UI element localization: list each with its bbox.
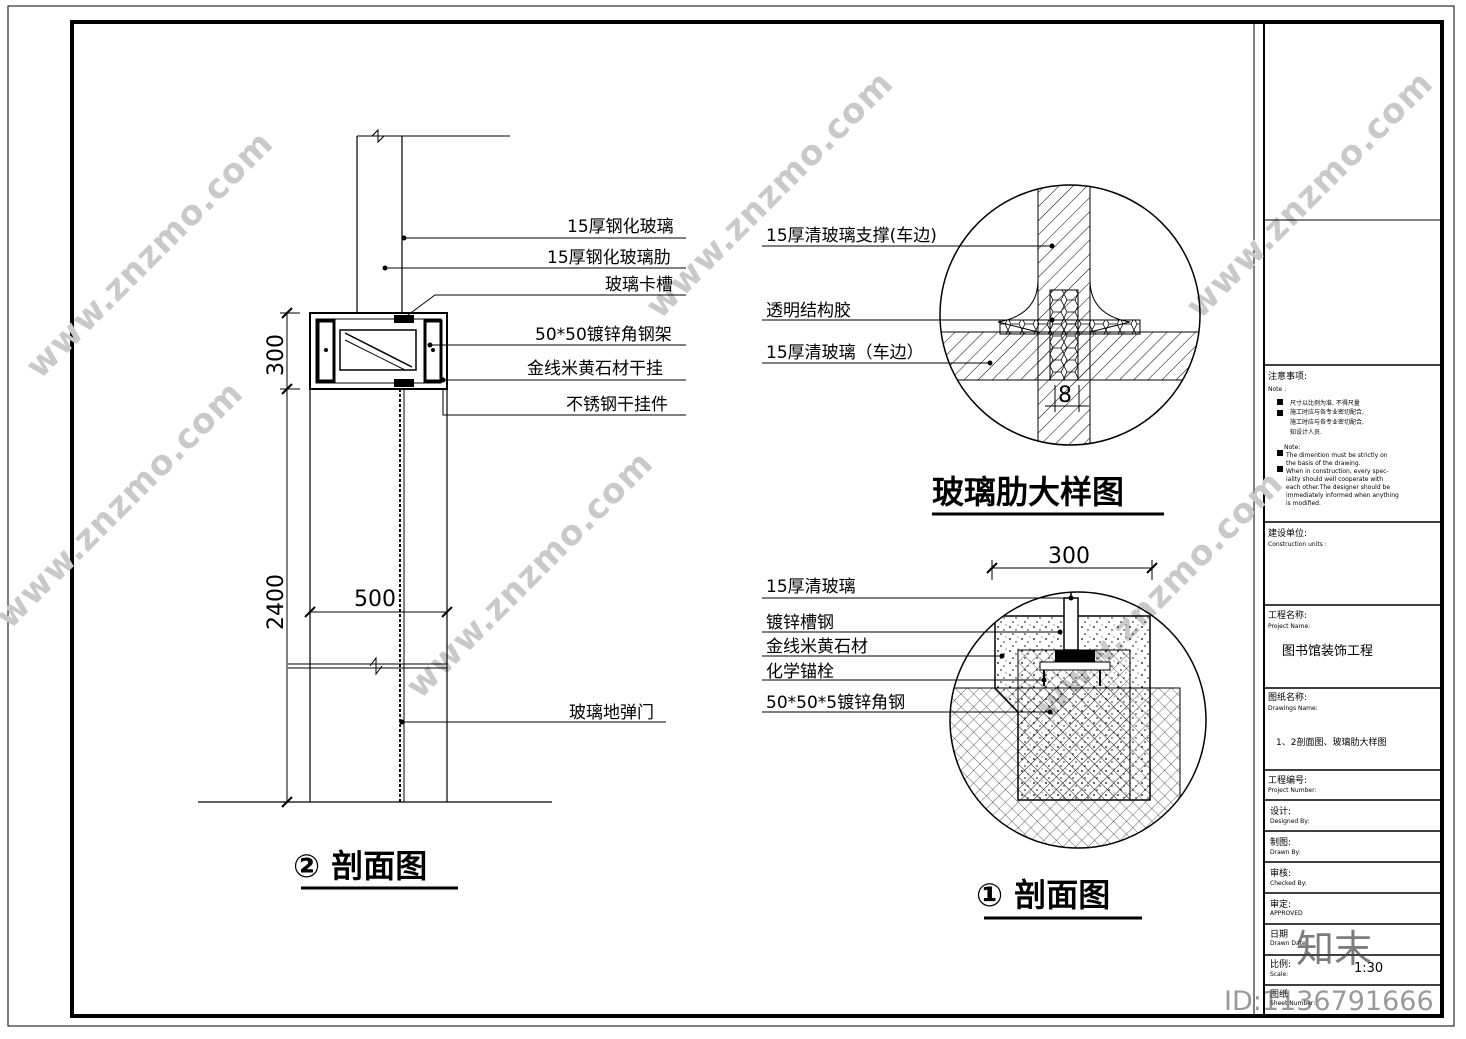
tb-sheet-cn: 图纸 <box>1270 988 1288 1000</box>
tb-scale-en: Scale: <box>1270 971 1288 978</box>
tb-sheet-en: Sheet Number: <box>1270 1000 1315 1007</box>
section-2-drawing: 15厚钢化玻璃 15厚钢化玻璃肋 玻璃卡槽 50*50镀锌角钢架 金线米黄石材干… <box>198 128 686 890</box>
tb-design-en: Designed By: <box>1270 818 1309 825</box>
label-clear-glass-edge: 15厚清玻璃（车边） <box>766 343 924 363</box>
label-angle-steel: 50*50*5镀锌角钢 <box>766 693 905 713</box>
section-1-title: ① 剖面图 <box>976 876 1110 914</box>
brand-watermark: 知末 <box>1296 927 1372 971</box>
tb-note-en-6: immediately informed when anything <box>1286 492 1399 499</box>
label-angle-steel-frame: 50*50镀锌角钢架 <box>535 325 672 345</box>
outer-frame <box>7 5 1455 1027</box>
watermark-3: www.znzmo.com <box>638 63 901 326</box>
watermark-1: www.znzmo.com <box>18 123 281 386</box>
dim-500: 500 <box>354 587 396 612</box>
watermark-5: www.znzmo.com <box>1178 63 1441 326</box>
tb-note-2: 施工时应与各专业密切配合, <box>1290 408 1364 416</box>
inner-frame <box>70 20 1444 1018</box>
tb-date-cn: 日期 <box>1270 929 1288 940</box>
dim-2400-vertical: 2400 <box>264 574 289 630</box>
tb-drawing-value: 1、2剖面图、玻璃肋大样图 <box>1276 736 1386 748</box>
tb-note-1: 尺寸以比例为准, 不得尺量 <box>1290 399 1360 407</box>
tb-project-cn: 工程名称: <box>1268 609 1307 621</box>
tb-note-en-1: The dimention must be strictly on <box>1285 452 1388 459</box>
id-watermark: ID:1136791666 <box>1224 986 1434 1017</box>
label-clear-glass: 15厚清玻璃 <box>766 577 856 597</box>
tb-projno-en: Project Number: <box>1268 787 1316 794</box>
tb-check-en: Checked By: <box>1270 880 1307 887</box>
tb-construction-en: Construction units : <box>1268 541 1327 548</box>
label-stainless-hanger: 不锈钢干挂件 <box>566 395 668 415</box>
tb-drawn-en: Drawn By: <box>1270 849 1301 856</box>
dim-8: 8 <box>1058 383 1072 408</box>
tb-project-en: Project Name: <box>1268 623 1310 630</box>
watermark-2: www.znzmo.com <box>398 443 661 706</box>
tb-note-en-2: the basis of the drawing. <box>1286 460 1361 467</box>
tb-projno-cn: 工程编号: <box>1268 774 1307 786</box>
tb-drawing-cn: 图纸名称: <box>1268 691 1307 703</box>
tb-note-en-7: is modified. <box>1286 500 1321 507</box>
tb-note-en-4: iality should well cooperate with <box>1286 476 1383 483</box>
label-stone-cladding: 金线米黄石材干挂 <box>527 359 663 379</box>
label-chemical-anchor: 化学锚栓 <box>766 662 834 682</box>
tb-scale-value: 1:30 <box>1354 961 1383 976</box>
tb-date-en: Drawn Date <box>1270 940 1306 947</box>
label-floor-spring-door: 玻璃地弹门 <box>569 703 654 723</box>
label-tempered-glass-fin: 15厚钢化玻璃肋 <box>547 248 671 268</box>
tb-notes-cn: 注意事项: <box>1268 370 1307 382</box>
tb-drawn-cn: 制图: <box>1270 836 1291 848</box>
tb-check-cn: 审核: <box>1270 867 1291 879</box>
tb-notes-en: Note : <box>1268 386 1286 393</box>
detail-title: 玻璃肋大样图 <box>932 473 1124 511</box>
watermark-group: www.znzmo.com www.znzmo.com www.znzmo.co… <box>0 63 1441 726</box>
watermark-6: www.znzmo.com <box>0 373 251 636</box>
tb-design-cn: 设计: <box>1270 805 1291 817</box>
tb-construction-cn: 建设单位: <box>1268 527 1307 539</box>
tb-note-3: 施工时应与各专业密切配合, <box>1290 418 1364 426</box>
label-structural-glue: 透明结构胶 <box>766 301 851 321</box>
label-clear-glass-support: 15厚清玻璃支撑(车边) <box>766 226 937 246</box>
tb-approve-cn: 审定: <box>1270 898 1291 910</box>
tb-scale-cn: 比例: <box>1270 958 1291 970</box>
glass-fin-detail: 8 15厚清玻璃支撑(车边) 透明结构胶 15厚清玻璃（车边） 玻璃肋大样图 <box>762 184 1201 516</box>
tb-note-en-0: Note: <box>1284 444 1300 451</box>
tb-project-value: 图书馆装饰工程 <box>1282 644 1373 659</box>
label-stone: 金线米黄石材 <box>766 637 868 657</box>
tb-note-en-5: each other.The designer should be <box>1286 484 1390 491</box>
label-channel-steel: 镀锌槽钢 <box>766 613 834 633</box>
tb-note-en-3: When in construction, every spec- <box>1286 468 1389 475</box>
tb-approve-en: APPROVED <box>1270 910 1303 917</box>
section-2-title: ② 剖面图 <box>293 847 427 885</box>
title-block: 注意事项: Note : 尺寸以比例为准, 不得尺量 施工时应与各专业密切配合,… <box>1264 219 1442 1007</box>
label-glass-slot: 玻璃卡槽 <box>605 275 673 295</box>
tb-note-4: 知设计人员. <box>1290 428 1322 436</box>
label-tempered-glass: 15厚钢化玻璃 <box>567 217 674 237</box>
dim-300-horizontal: 300 <box>1048 544 1090 569</box>
dim-300-vertical: 300 <box>264 334 289 376</box>
tb-drawing-en: Drawings Name: <box>1268 705 1318 712</box>
